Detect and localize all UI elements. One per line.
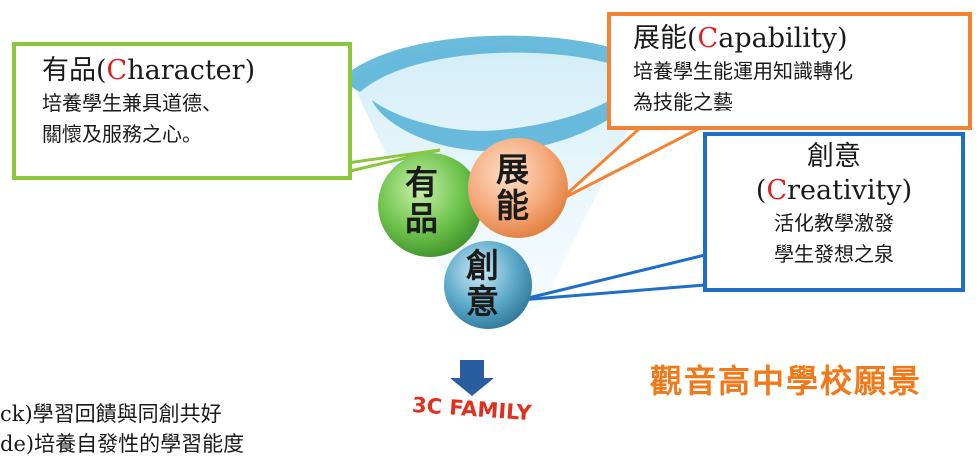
creativity-subtitle: (Creativity) (755, 175, 913, 206)
character-title: 有品(Character) (42, 55, 256, 86)
creativity-callout: 創意 (Creativity) 活化教學激發 學生發想之泉 (703, 132, 965, 292)
circle-chuangyi (444, 241, 532, 329)
funnel-artwork (239, 35, 707, 396)
bottom-line-1: ck)學習回饋與同創共好 (0, 402, 222, 426)
circle-zhanneng-label: 展 能 (496, 152, 529, 224)
down-arrow-icon (450, 360, 494, 396)
capability-line-1: 培養學生能運用知識轉化 (633, 59, 853, 83)
creativity-line-2: 學生發想之泉 (774, 242, 894, 266)
character-line-1: 培養學生兼具道德、 (42, 91, 222, 115)
chuangyi-char-1: 創 (466, 246, 499, 285)
character-callout: 有品(Character) 培養學生兼具道德、 關懷及服務之心。 (12, 42, 352, 180)
circle-zhanneng (468, 138, 568, 238)
zhanneng-char-2: 能 (496, 186, 529, 225)
character-line-2: 關懷及服務之心。 (42, 122, 202, 146)
zhanneng-char-1: 展 (496, 150, 529, 189)
chuangyi-char-2: 意 (466, 282, 499, 321)
funnel-rim (340, 35, 660, 152)
vision-diagram: 有 品 展 能 創 意 有品(Character) 培養學生兼具道德、 關懷及服… (0, 12, 972, 456)
creativity-line-1: 活化教學激發 (774, 211, 894, 235)
circle-youpin-label: 有 品 (405, 165, 438, 237)
capability-line-2: 為技能之藝 (633, 90, 733, 114)
bottom-line-2: de)培養自發性的學習能度 (0, 432, 245, 456)
circle-chuangyi-label: 創 意 (466, 248, 499, 320)
creativity-title: 創意 (807, 141, 861, 172)
vision-title: 觀音高中學校願景 (650, 362, 923, 400)
capability-title: 展能(Capability) (633, 23, 848, 54)
youpin-char-1: 有 (405, 163, 438, 202)
youpin-char-2: 品 (405, 199, 438, 238)
capability-callout: 展能(Capability) 培養學生能運用知識轉化 為技能之藝 (607, 12, 972, 130)
circle-youpin (378, 153, 482, 257)
